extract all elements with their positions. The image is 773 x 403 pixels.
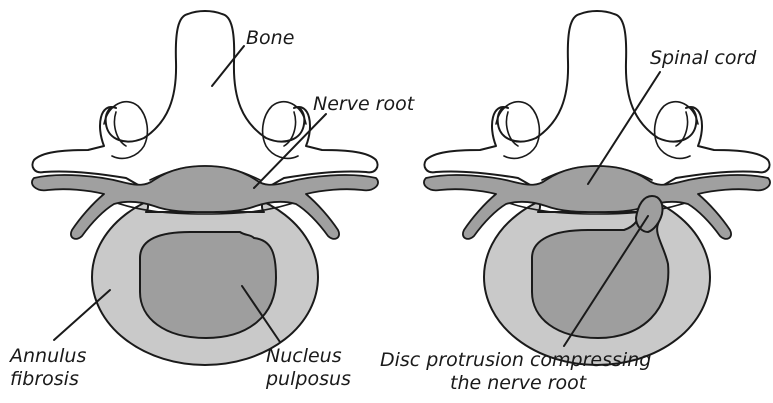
- label-protrusion-line1: Disc protrusion compressing: [380, 349, 651, 371]
- nucleus-left: [140, 232, 276, 338]
- label-nerve-root: Nerve root: [313, 93, 416, 115]
- label-bone: Bone: [246, 27, 294, 49]
- left-panel: Bone Nerve root Annulus fibrosis Nucleus…: [8, 11, 416, 390]
- label-nucleus-line1: Nucleus: [266, 345, 342, 367]
- label-protrusion-line2: the nerve root: [450, 372, 588, 394]
- label-annulus-line1: Annulus: [8, 345, 86, 367]
- label-nucleus-line2: pulposus: [265, 368, 351, 390]
- right-panel: Spinal cord Disc protrusion compressing …: [380, 11, 770, 394]
- leader-annulus: [54, 290, 110, 340]
- label-annulus-line2: fibrosis: [10, 368, 79, 390]
- label-spinal-cord: Spinal cord: [650, 47, 757, 69]
